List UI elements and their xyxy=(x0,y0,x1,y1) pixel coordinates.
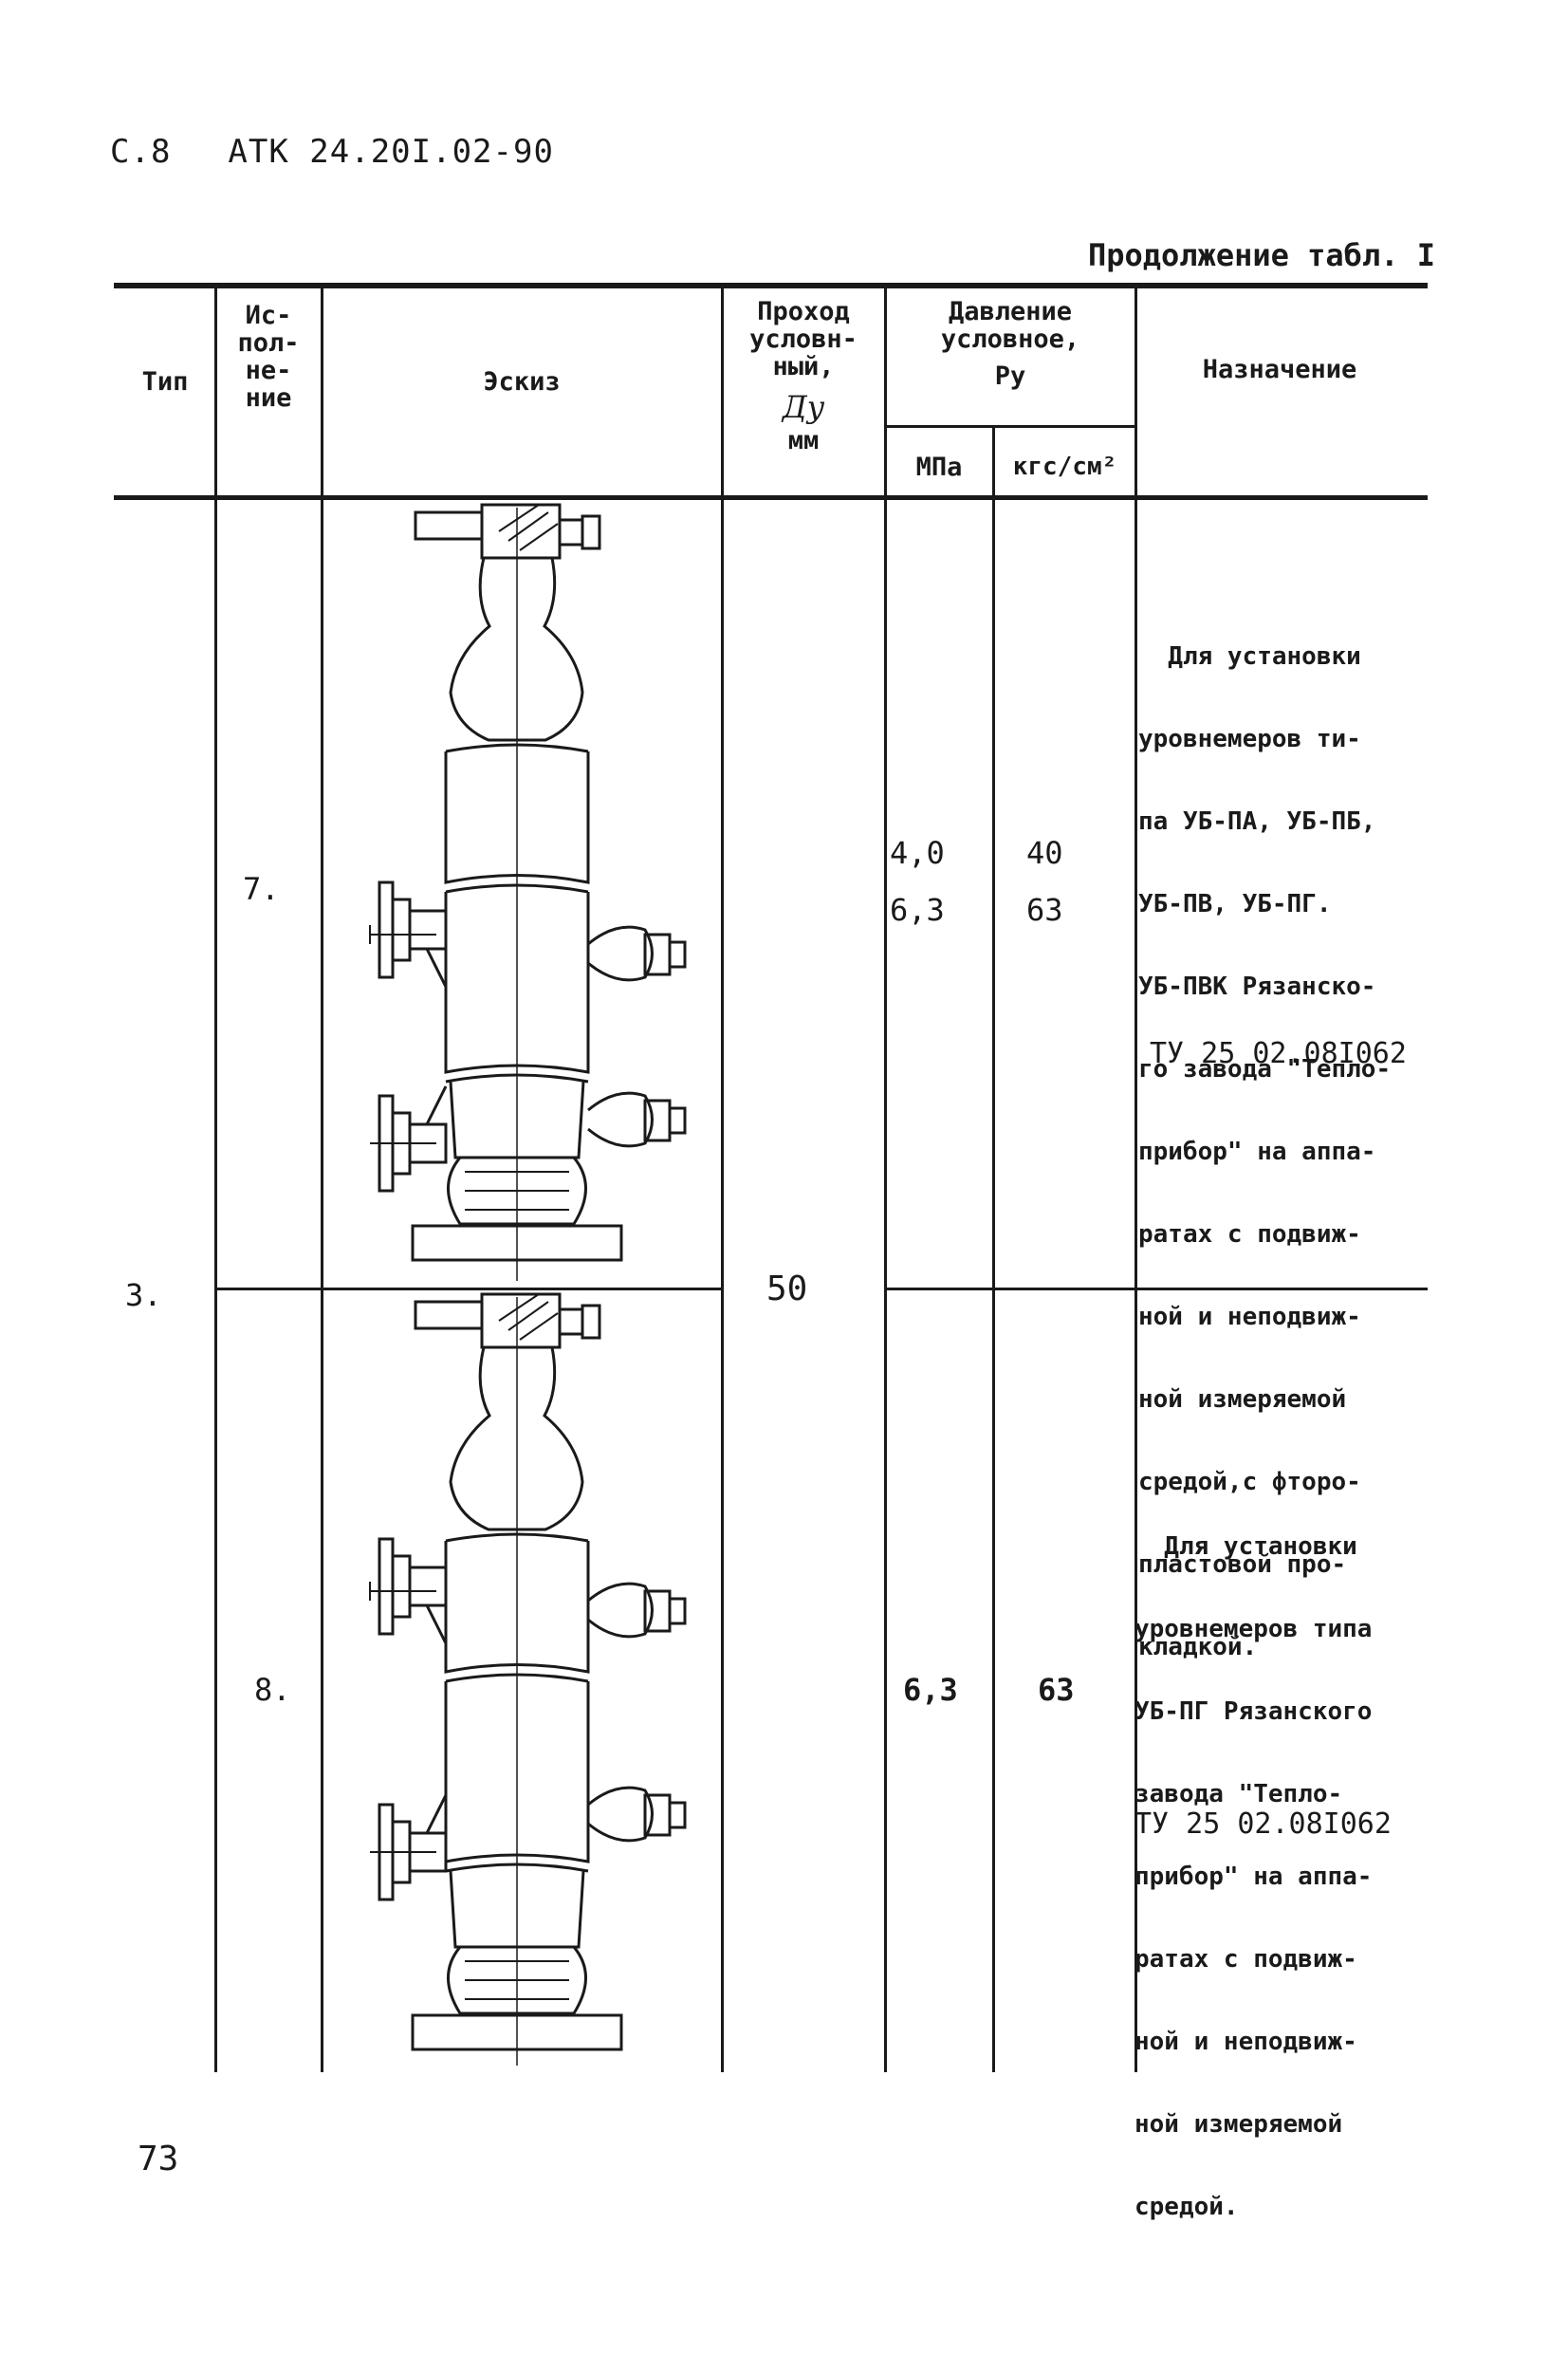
pressure-mpa-value: 6,3 xyxy=(903,1672,958,1708)
header-pressure-mpa: МПа xyxy=(915,453,963,482)
header-schema: Эскиз xyxy=(483,367,561,397)
header-type: Тип xyxy=(141,367,189,397)
row-divider xyxy=(884,1288,1428,1290)
page-number: 73 xyxy=(138,2140,179,2178)
column-divider xyxy=(1134,288,1137,2072)
column-divider xyxy=(884,288,887,2072)
column-divider xyxy=(214,288,217,2072)
pressure-kgf-value: 63 xyxy=(1038,1672,1075,1708)
document-code: АТК 24.20I.02-90 xyxy=(228,133,554,171)
passage-value: 50 xyxy=(766,1270,808,1308)
spec-reference: ТУ 25 02.08I062 xyxy=(1134,1807,1392,1841)
header-version: Ис- пол- не- ние xyxy=(237,301,300,413)
spec-reference: ТУ 25 02.08I062 xyxy=(1150,1037,1407,1070)
pressure-subheader-rule xyxy=(884,425,1134,428)
purpose-text: Для установки уровнемеров ти- па УБ-ПА, … xyxy=(1138,642,1392,1661)
page-code: С.8 xyxy=(110,133,172,171)
passage-unit: мм xyxy=(787,426,820,455)
pressure-symbol: Ру xyxy=(994,361,1026,391)
version-value: 7. xyxy=(243,871,280,907)
table-top-rule xyxy=(114,283,1428,288)
header-pressure-kgf: кгс/см² xyxy=(1012,453,1117,481)
header-pressure: Давление условное, Ру xyxy=(886,298,1134,390)
page-header: С.8 АТК 24.20I.02-90 xyxy=(110,133,554,171)
column-divider xyxy=(721,288,724,2072)
header-passage: Проход условн- ный, Ду мм xyxy=(723,298,884,454)
row-divider xyxy=(214,1288,721,1290)
pressure-mpa-value: 6,3 xyxy=(890,892,945,928)
header-bottom-rule xyxy=(114,495,1428,500)
pressure-kgf-value: 40 xyxy=(1026,835,1063,871)
column-divider xyxy=(992,427,995,2072)
passage-symbol: Ду xyxy=(782,389,825,425)
pressure-kgf-value: 63 xyxy=(1026,892,1063,928)
level-gauge-schema-8 xyxy=(369,1292,687,2066)
table-continuation-label: Продолжение табл. I xyxy=(1087,237,1435,273)
pressure-mpa-value: 4,0 xyxy=(890,835,945,871)
type-value: 3. xyxy=(125,1277,162,1313)
header-purpose: Назначение xyxy=(1202,355,1357,384)
version-value: 8. xyxy=(254,1672,291,1708)
purpose-text: Для установки уровнемеров типа УБ-ПГ Ряз… xyxy=(1134,1532,1373,2221)
level-gauge-schema-7 xyxy=(369,503,687,1281)
column-divider xyxy=(321,288,323,2072)
